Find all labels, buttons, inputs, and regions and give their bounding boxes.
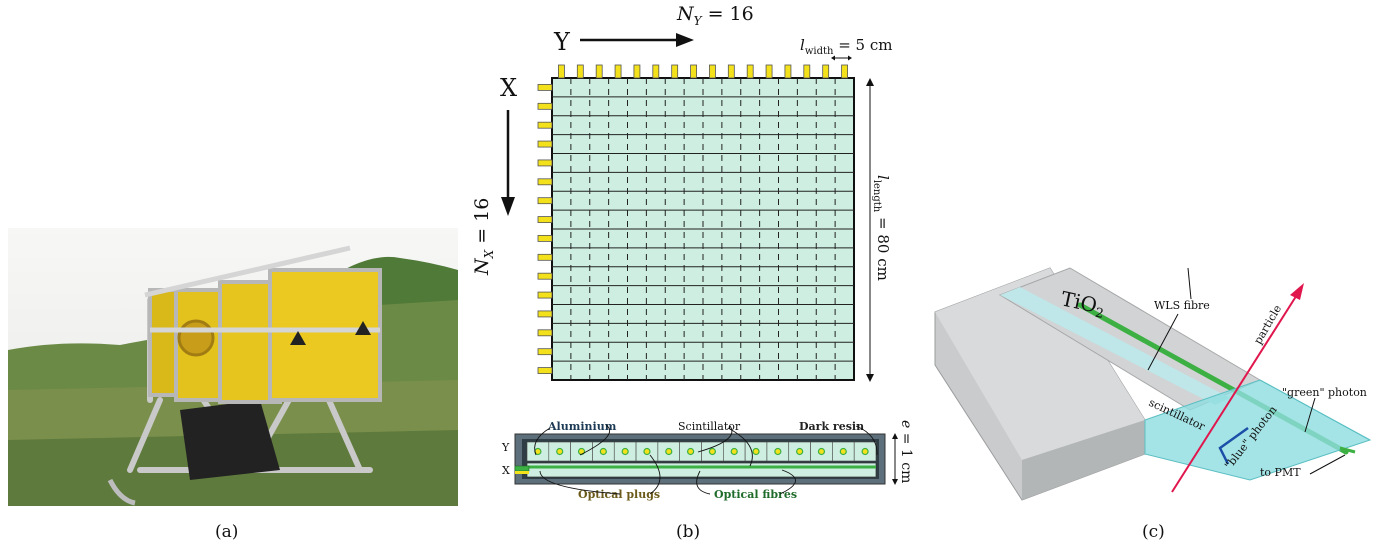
cs-fibre-dot: [774, 447, 782, 456]
y-readout-pad: [652, 64, 660, 79]
particle-track: [1171, 289, 1301, 493]
ny-label: NY = 16: [676, 3, 754, 28]
y-readout-pad: [727, 64, 735, 79]
cs-fibre-dot: [665, 447, 673, 456]
x-readout-pad: [537, 121, 553, 129]
cs-dark-resin-label: Dark resin: [799, 420, 864, 433]
cs-fibre-dot: [817, 447, 826, 456]
x-arrow-head: [501, 197, 515, 216]
y-readout-pad: [841, 64, 848, 79]
y-readout-pad: [671, 64, 679, 79]
x-readout-pad: [537, 253, 553, 261]
x-readout-pad: [537, 272, 553, 280]
cs-fibre-dot: [686, 447, 695, 456]
width-dimension-arrow: [831, 55, 852, 61]
cs-fibre-dot: [752, 447, 760, 456]
cs-fibre-dot: [839, 447, 847, 456]
y-arrow-head: [676, 33, 694, 47]
caption-a: (a): [215, 522, 239, 542]
y-readout-pad: [614, 64, 622, 79]
cs-fibre-dot: [861, 447, 869, 456]
panel-a-photo: (a): [0, 0, 460, 550]
blue-photon-ray: [1218, 426, 1249, 465]
particle-arrow-head: [1290, 283, 1304, 300]
cs-row-y: Y: [501, 441, 510, 454]
y-readout-pad: [746, 64, 754, 79]
thickness-label: e = 1 cm: [898, 420, 914, 483]
wls-label: WLS fibre: [1154, 299, 1210, 312]
detector-photo-illustration: [8, 228, 458, 506]
x-readout-pad: [537, 178, 553, 186]
cs-optical-plugs-label: Optical plugs: [578, 488, 660, 501]
cs-fibre-dot: [796, 447, 804, 456]
x-readout-pad: [537, 367, 553, 374]
x-readout-pad: [537, 140, 553, 148]
x-readout-pad: [537, 216, 553, 223]
y-readout-pad: [709, 64, 716, 79]
caption-b: (b): [676, 522, 701, 542]
caption-c: (c): [1142, 522, 1165, 542]
cs-fibre-dot: [621, 447, 629, 456]
cs-scintillator-label: Scintillator: [678, 420, 741, 433]
width-label: lwidth = 5 cm: [800, 36, 892, 57]
cs-fibre-dot: [730, 447, 738, 456]
x-readout-pad: [537, 310, 553, 318]
scintillator-grid: [537, 64, 855, 381]
cs-leader-lines: [534, 424, 878, 495]
nx-label: NX = 16: [471, 198, 496, 276]
y-readout-pad: [784, 64, 792, 79]
length-label: llength = 80 cm: [871, 175, 892, 281]
cs-fibre-dot: [556, 447, 564, 456]
y-readout-pad: [690, 64, 697, 79]
cs-fibre-dot: [643, 447, 651, 456]
x-readout-pad: [537, 235, 553, 242]
y-readout-pad: [576, 64, 584, 79]
x-readout-pad: [537, 197, 553, 205]
cs-optical-fibres-label: Optical fibres: [714, 488, 797, 501]
cs-aluminium-label: Aluminium: [547, 420, 617, 433]
y-readout-pad: [558, 64, 565, 79]
x-readout-pad: [537, 329, 553, 337]
x-readout-pad: [537, 84, 553, 91]
x-readout-pad: [537, 159, 553, 167]
y-readout-pad: [822, 64, 830, 79]
scintillator-strip-illustration: TiO2 WLS fibre particle scintillator "gr…: [934, 267, 1372, 501]
scintillator-block: [1144, 379, 1372, 481]
panel-c-strip: TiO2 WLS fibre particle scintillator "gr…: [930, 0, 1396, 550]
cs-row-x: X: [502, 464, 510, 477]
green-photon-label: "green" photon: [1282, 386, 1367, 399]
green-photon-ray: [1339, 446, 1356, 454]
x-readout-pad: [537, 291, 553, 299]
to-pmt-label: to PMT: [1260, 466, 1301, 479]
y-readout-pad: [803, 64, 811, 79]
cross-section: [514, 433, 886, 485]
y-axis-label: Y: [553, 28, 571, 56]
y-readout-pad: [633, 64, 641, 79]
hodoscope-diagram: NY = 16 Y X NX = 16 lwidth = 5 cm llengt…: [471, 3, 914, 501]
cs-fibre-dot: [708, 447, 717, 456]
x-readout-pad: [537, 348, 553, 356]
x-readout-pad: [537, 102, 553, 110]
panel-b-schematic: NY = 16 Y X NX = 16 lwidth = 5 cm llengt…: [470, 0, 940, 550]
y-readout-pad: [765, 64, 773, 79]
x-axis-label: X: [500, 74, 517, 102]
cs-fibre-dot: [599, 447, 607, 456]
y-readout-pad: [595, 64, 603, 79]
thickness-arrow-heads: [892, 433, 898, 485]
